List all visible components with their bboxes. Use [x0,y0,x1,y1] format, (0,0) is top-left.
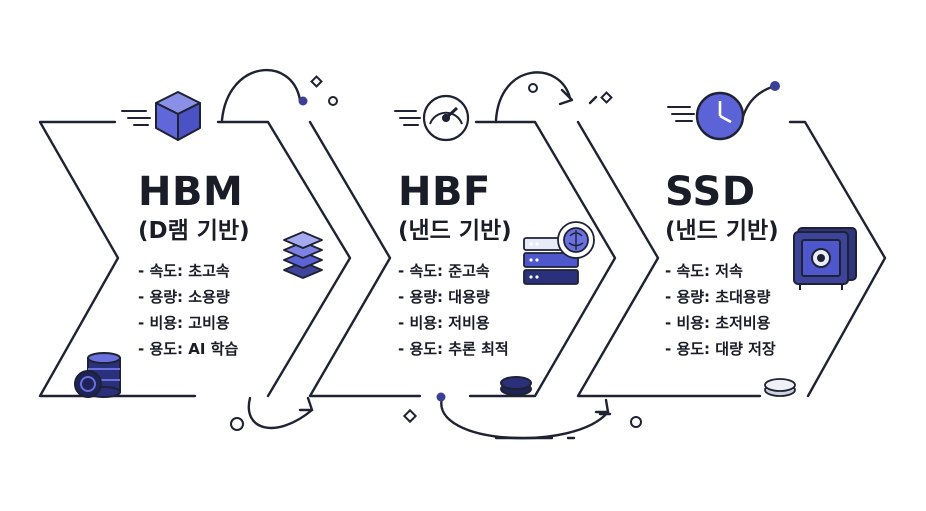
flow-curve-top-2 [494,71,572,122]
chevron-outline-2-right [468,120,617,398]
flow-curve-bottom-1 [247,396,314,430]
server-brain-icon [523,221,595,285]
spec-item-capacity: - 용량: 초대용량 [665,288,771,306]
spec-item-speed: - 속도: 저속 [665,262,743,280]
flow-curve-top-1 [220,68,302,122]
flow-curve-bottom-2 [440,396,610,440]
spec-item-usage: - 용도: AI 학습 [138,340,239,358]
coin-icon [500,376,532,396]
chevron-outline-2 [308,120,422,398]
safe-icon [793,227,857,290]
spec-item-usage: - 용도: 추론 최적 [398,340,509,358]
coin-stack-icon [74,352,121,398]
stacked-layers-icon [283,231,323,279]
clock-icon [695,91,745,141]
stage-subtitle: (낸드 기반) [398,218,512,244]
spec-item-cost: - 비용: 저비용 [398,314,490,332]
spec-item-capacity: - 용량: 소용량 [138,288,230,306]
speedometer-icon [422,94,470,142]
spec-item-speed: - 속도: 초고속 [138,262,230,280]
stage-title: HBF [398,169,491,215]
stage-subtitle: (D램 기반) [138,218,250,244]
chevron-outline-3 [576,120,762,398]
coin-icon [764,378,796,397]
spec-item-usage: - 용도: 대량 저장 [665,340,776,358]
spec-list: - 속도: 저속 - 용량: 초대용량 - 비용: 초저비용 - 용도: 대량 … [665,258,779,362]
chevron-outline-1-right [216,120,352,398]
spec-item-speed: - 속도: 준고속 [398,262,490,280]
stage-title: SSD [665,169,756,215]
stage-title: HBM [138,169,244,215]
spec-item-capacity: - 용량: 대용량 [398,288,490,306]
stage-panel-hbf: HBF (낸드 기반) - 속도: 준고속 - 용량: 대용량 - 비용: 저비… [398,170,512,362]
stage-panel-hbm: HBM (D램 기반) - 속도: 초고속 - 용량: 소용량 - 비용: 고비… [138,170,250,362]
stage-subtitle: (낸드 기반) [665,218,779,244]
spec-item-cost: - 비용: 초저비용 [665,314,771,332]
chevron-outline-3-right [788,120,887,398]
spec-list: - 속도: 초고속 - 용량: 소용량 - 비용: 고비용 - 용도: AI 학… [138,258,250,362]
spec-list: - 속도: 준고속 - 용량: 대용량 - 비용: 저비용 - 용도: 추론 최… [398,258,512,362]
spec-item-cost: - 비용: 고비용 [138,314,230,332]
cube-icon [155,91,201,141]
stage-panel-ssd: SSD (낸드 기반) - 속도: 저속 - 용량: 초대용량 - 비용: 초저… [665,170,779,362]
flow-curve-top-3 [740,84,777,122]
